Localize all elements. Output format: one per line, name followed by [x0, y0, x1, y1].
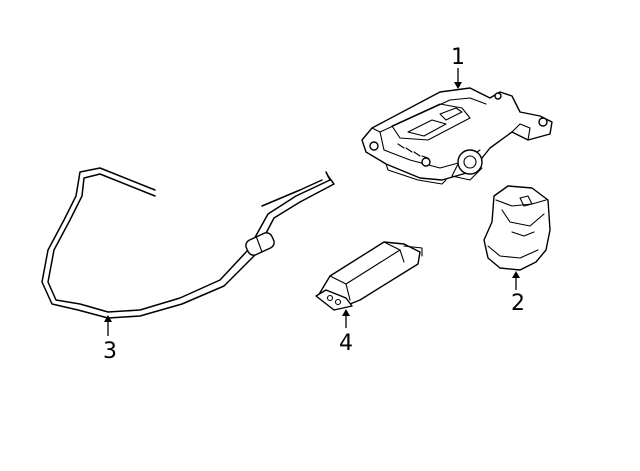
callout-label-3: 3 — [103, 339, 117, 364]
part-2-module-housing — [483, 185, 551, 271]
hose-connector — [245, 232, 275, 256]
callout-label-2: 2 — [511, 291, 525, 316]
callout-label-1: 1 — [451, 45, 465, 70]
callout-2: 2 — [511, 271, 525, 316]
part-3-vacuum-hose — [41, 167, 335, 319]
part-1-bracket-assembly — [361, 87, 553, 185]
callout-4: 4 — [339, 309, 353, 356]
callout-1: 1 — [451, 45, 465, 89]
callout-3: 3 — [103, 315, 117, 364]
callout-label-4: 4 — [339, 331, 353, 356]
part-4-canister — [315, 241, 423, 311]
